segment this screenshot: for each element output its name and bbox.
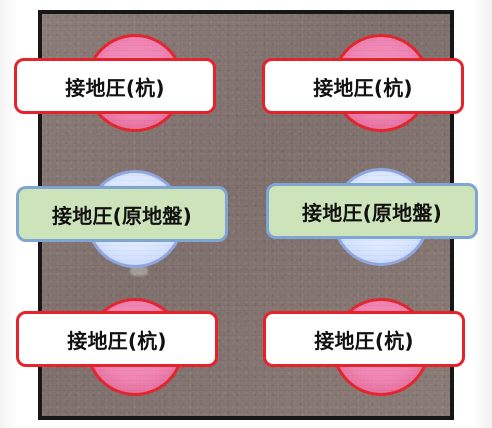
ground-middle-right-label: 接地圧(原地盤)	[266, 183, 478, 239]
pile-bottom-right-text: 接地圧(杭)	[314, 328, 414, 353]
pile-top-left-text: 接地圧(杭)	[65, 75, 165, 100]
pile-top-left-label: 接地圧(杭)	[14, 58, 216, 114]
surface-speck	[130, 266, 148, 276]
pile-top-right-label: 接地圧(杭)	[262, 58, 464, 114]
pile-bottom-left-label: 接地圧(杭)	[16, 311, 218, 367]
ground-middle-left-label: 接地圧(原地盤)	[16, 186, 228, 242]
pile-bottom-left-text: 接地圧(杭)	[67, 328, 167, 353]
ground-middle-left-text: 接地圧(原地盤)	[52, 203, 192, 228]
pile-top-right-text: 接地圧(杭)	[313, 75, 413, 100]
pile-bottom-right-label: 接地圧(杭)	[263, 311, 465, 367]
ground-middle-right-text: 接地圧(原地盤)	[302, 200, 442, 225]
